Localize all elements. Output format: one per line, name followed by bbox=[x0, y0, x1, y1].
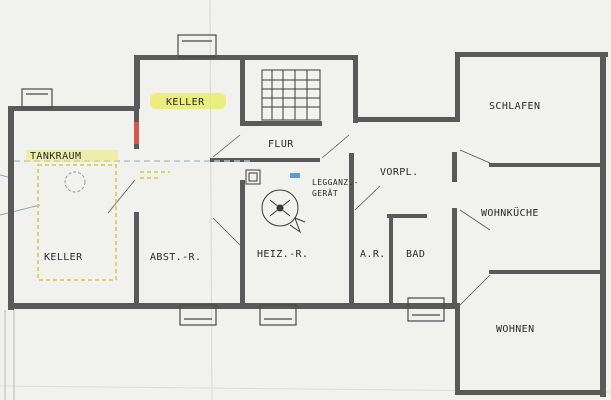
tank-circle bbox=[64, 171, 86, 193]
label-flur: FLUR bbox=[268, 139, 294, 150]
label-keller-top: KELLER bbox=[166, 97, 205, 108]
paper-fold bbox=[209, 0, 213, 400]
walls bbox=[8, 52, 608, 397]
label-vorplatz: VORPL. bbox=[380, 167, 419, 178]
keller-highlight bbox=[150, 93, 226, 109]
door-swings bbox=[107, 134, 491, 306]
window bbox=[259, 304, 297, 326]
label-legganz-1: LEGGANZ.- bbox=[312, 178, 359, 187]
window bbox=[407, 297, 445, 322]
windows bbox=[21, 34, 445, 326]
label-wohnkueche: WOHNKÜCHE bbox=[481, 206, 539, 219]
tank-area-outline bbox=[37, 164, 117, 281]
label-tankraum: TANKRAUM bbox=[30, 151, 81, 162]
sketch-line bbox=[0, 204, 41, 216]
window bbox=[21, 88, 53, 109]
label-bad: BAD bbox=[406, 249, 425, 260]
label-legganz-2: GERÄT bbox=[312, 188, 338, 198]
label-heizraum: HEIZ.-R. bbox=[257, 249, 308, 260]
label-wohnen: WOHNEN bbox=[496, 324, 535, 335]
staircase bbox=[261, 69, 321, 121]
window bbox=[177, 34, 217, 58]
label-keller-left: KELLER bbox=[44, 252, 83, 263]
label-abstellraum: ABST.-R. bbox=[150, 252, 201, 263]
blue-marker bbox=[290, 173, 300, 178]
label-schlafen: SCHLAFEN bbox=[489, 101, 540, 112]
red-marker bbox=[134, 122, 139, 144]
tankraum-highlight bbox=[26, 150, 118, 162]
heating-unit-icon bbox=[245, 169, 306, 234]
window bbox=[179, 304, 217, 326]
label-abstell-small: A.R. bbox=[360, 249, 386, 260]
